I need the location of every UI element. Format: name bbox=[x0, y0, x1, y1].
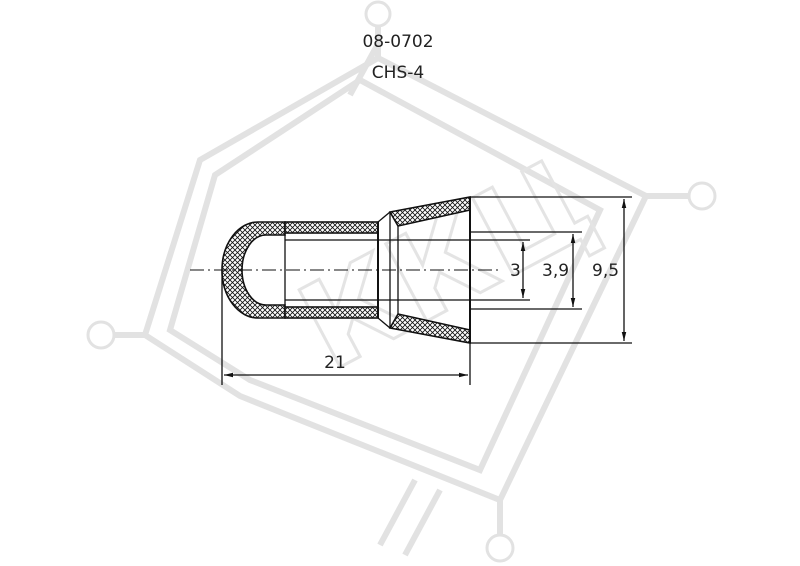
article-code: 08-0702 bbox=[362, 32, 433, 52]
dim-label-3: 3 bbox=[510, 261, 521, 281]
watermark-logo: ККЦ bbox=[86, 0, 717, 563]
model-name: CHS-4 bbox=[372, 63, 424, 83]
connector-body bbox=[221, 196, 471, 344]
dim-label-length: 21 bbox=[324, 353, 346, 373]
sleeve-wall-bottom bbox=[284, 306, 379, 319]
dimension-lines bbox=[221, 196, 632, 385]
dim-label-9-5: 9,5 bbox=[592, 261, 619, 281]
dome-wall bbox=[221, 221, 286, 319]
sleeve-wall-top bbox=[284, 221, 379, 234]
dim-label-3-9: 3,9 bbox=[542, 261, 569, 281]
